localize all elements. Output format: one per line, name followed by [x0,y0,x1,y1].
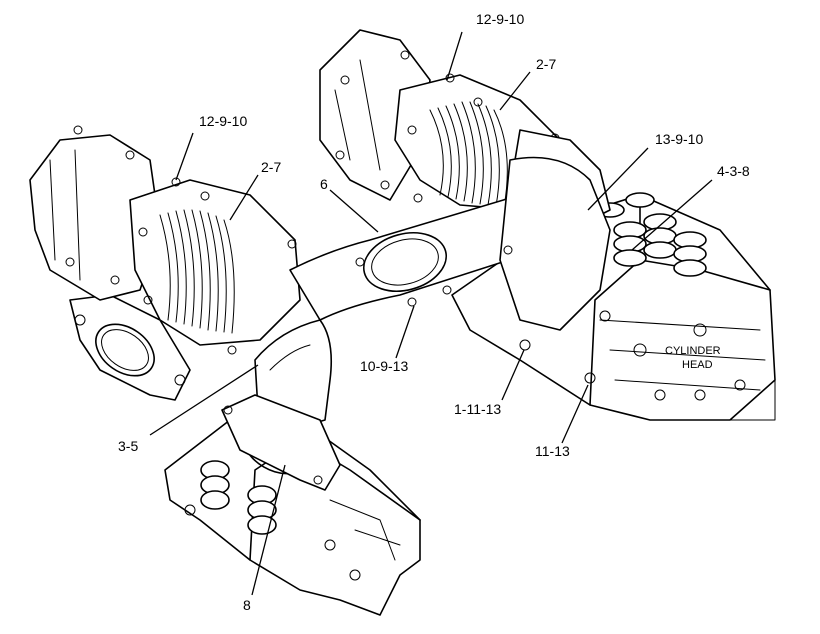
callout-6: 6 [320,176,328,192]
cylinder-head-label-line2: HEAD [682,359,713,371]
callout-4-3-8: 4-3-8 [717,163,750,179]
callout-12-9-10-upper: 12-9-10 [476,11,524,27]
callout-labels: 12-9-10 2-7 12-9-10 2-7 13-9-10 6 4-3-8 … [118,11,750,613]
callout-13-9-10: 13-9-10 [655,131,703,147]
callout-11-13: 11-13 [535,443,570,459]
callout-3-5: 3-5 [118,438,138,454]
left-turbo-housing [29,125,301,355]
leader-lines [149,31,713,596]
left-bellows [159,209,235,334]
callout-10-9-13: 10-9-13 [360,358,408,374]
callout-1-11-13: 1-11-13 [454,401,501,417]
valve-springs [595,192,707,277]
cylinder-head-label-line1: CYLINDER [665,345,721,357]
callout-12-9-10-left: 12-9-10 [199,113,247,129]
lower-cylinder-head [164,419,421,616]
callout-2-7-left: 2-7 [261,159,281,175]
left-port-flange [69,294,191,401]
exhaust-manifold-pipe [221,156,611,491]
callout-2-7-upper: 2-7 [536,56,556,72]
callout-8: 8 [243,597,251,613]
